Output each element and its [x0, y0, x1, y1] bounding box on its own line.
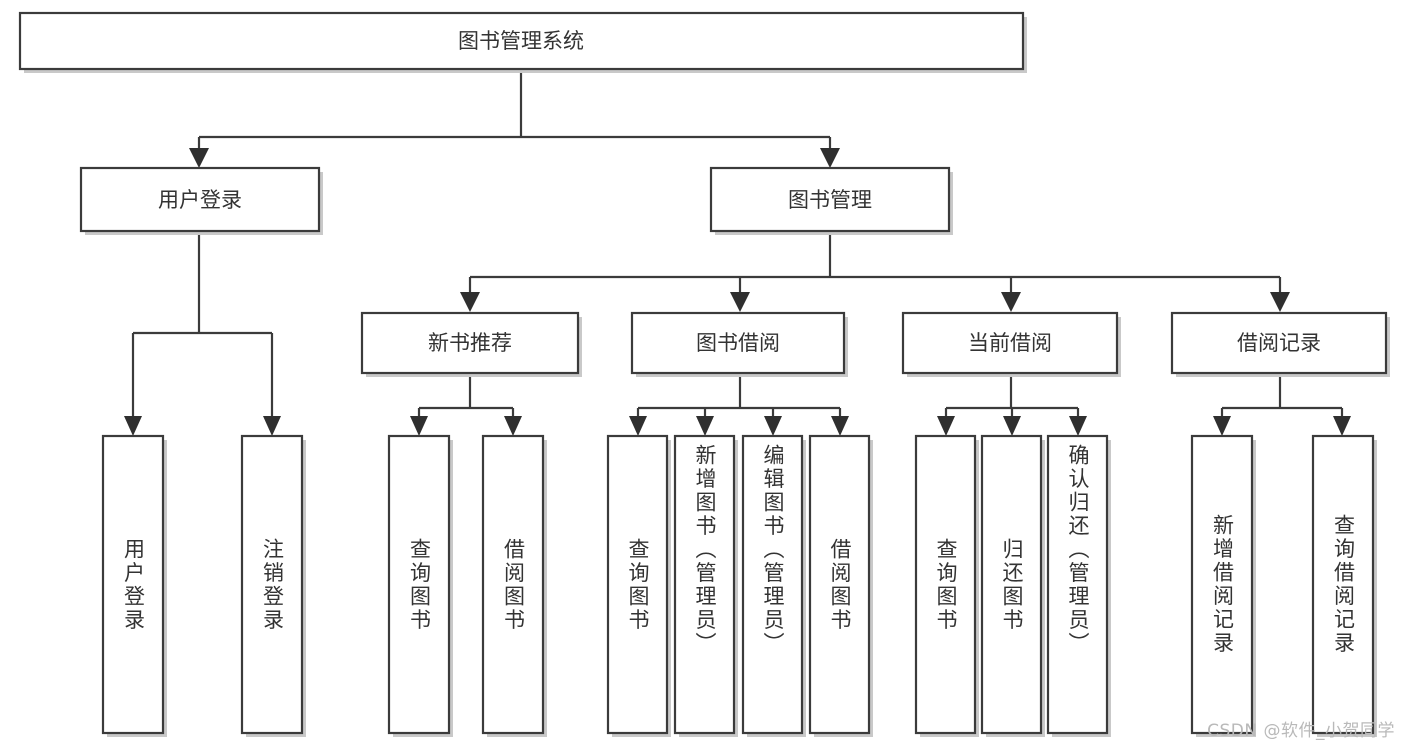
- arrow-head-leaf-query-book-1: [410, 416, 428, 436]
- node-leaf-query-book-3-box: [914, 434, 977, 735]
- arrow-head-leaf-logout: [263, 416, 281, 436]
- node-leaf-edit-book-box: [741, 434, 804, 735]
- node-leaf-add-record-box: [1190, 434, 1254, 735]
- node-book-manage-label: 图书管理: [788, 188, 872, 212]
- arrow-head-leaf-edit-book: [764, 416, 782, 436]
- node-user-login-box: [79, 166, 321, 233]
- node-root-box: [18, 11, 1025, 71]
- node-leaf-confirm-return[interactable]: [1046, 434, 1111, 737]
- node-user-login[interactable]: 用户登录: [79, 166, 323, 235]
- arrow-head-borrow-record: [1270, 292, 1290, 312]
- node-leaf-query-record-box: [1311, 434, 1375, 735]
- node-current-borrow-label: 当前借阅: [968, 331, 1052, 355]
- node-leaf-return-book-box: [980, 434, 1043, 735]
- node-leaf-borrow-book-2-box: [808, 434, 871, 735]
- node-leaf-borrow-book-1[interactable]: [481, 434, 547, 737]
- arrow-head-leaf-borrow-book-2: [831, 416, 849, 436]
- arrow-head-leaf-query-book-3: [937, 416, 955, 436]
- node-leaf-query-book-2-box: [606, 434, 669, 735]
- node-leaf-query-book-1-box: [387, 434, 451, 735]
- node-book-borrow-box: [630, 311, 846, 375]
- node-leaf-user-login-box: [101, 434, 165, 735]
- arrow-head-current-borrow: [1001, 292, 1021, 312]
- node-leaf-add-book[interactable]: [673, 434, 738, 737]
- node-leaf-add-record[interactable]: [1190, 434, 1256, 737]
- node-leaf-edit-book[interactable]: [741, 434, 806, 737]
- node-book-borrow-label: 图书借阅: [696, 331, 780, 355]
- node-leaf-query-book-1[interactable]: [387, 434, 453, 737]
- node-leaf-add-book-box: [673, 434, 736, 735]
- node-current-borrow-box: [901, 311, 1119, 375]
- node-leaf-return-book[interactable]: [980, 434, 1045, 737]
- connector-group: [124, 70, 1351, 436]
- arrow-head-new-book-rec: [460, 292, 480, 312]
- node-borrow-record[interactable]: 借阅记录: [1170, 311, 1390, 377]
- arrow-head-leaf-borrow-book-1: [504, 416, 522, 436]
- arrow-head-leaf-add-book: [696, 416, 714, 436]
- arrow-head-leaf-confirm-return: [1069, 416, 1087, 436]
- node-leaf-confirm-return-box: [1046, 434, 1109, 735]
- node-user-login-label: 用户登录: [158, 188, 242, 212]
- arrow-head-leaf-add-record: [1213, 416, 1231, 436]
- node-book-manage-box: [709, 166, 951, 233]
- node-leaf-query-book-2[interactable]: [606, 434, 671, 737]
- arrow-head-leaf-return-book: [1003, 416, 1021, 436]
- arrow-head-leaf-query-book-2: [629, 416, 647, 436]
- node-leaf-query-record[interactable]: [1311, 434, 1377, 737]
- node-book-borrow[interactable]: 图书借阅: [630, 311, 848, 377]
- node-leaf-borrow-book-1-box: [481, 434, 545, 735]
- arrow-head-book-manage: [820, 148, 840, 168]
- node-new-book-rec-label: 新书推荐: [428, 331, 512, 355]
- node-borrow-record-box: [1170, 311, 1388, 375]
- node-leaf-logout-box: [240, 434, 304, 735]
- node-leaf-borrow-book-2[interactable]: [808, 434, 873, 737]
- node-root[interactable]: 图书管理系统: [18, 11, 1027, 73]
- arrow-head-user-login: [189, 148, 209, 168]
- node-book-manage[interactable]: 图书管理: [709, 166, 953, 235]
- arrow-head-book-borrow: [730, 292, 750, 312]
- node-leaf-user-login[interactable]: [101, 434, 167, 737]
- node-leaf-logout[interactable]: [240, 434, 306, 737]
- node-new-book-rec[interactable]: 新书推荐: [360, 311, 582, 377]
- node-leaf-query-book-3[interactable]: [914, 434, 979, 737]
- node-new-book-rec-box: [360, 311, 580, 375]
- csdn-watermark: CSDN @软件_小贺同学: [1207, 721, 1395, 741]
- arrow-head-leaf-query-record: [1333, 416, 1351, 436]
- node-borrow-record-label: 借阅记录: [1237, 331, 1321, 355]
- arrow-head-leaf-user-login: [124, 416, 142, 436]
- node-current-borrow[interactable]: 当前借阅: [901, 311, 1121, 377]
- node-root-label: 图书管理系统: [458, 29, 584, 53]
